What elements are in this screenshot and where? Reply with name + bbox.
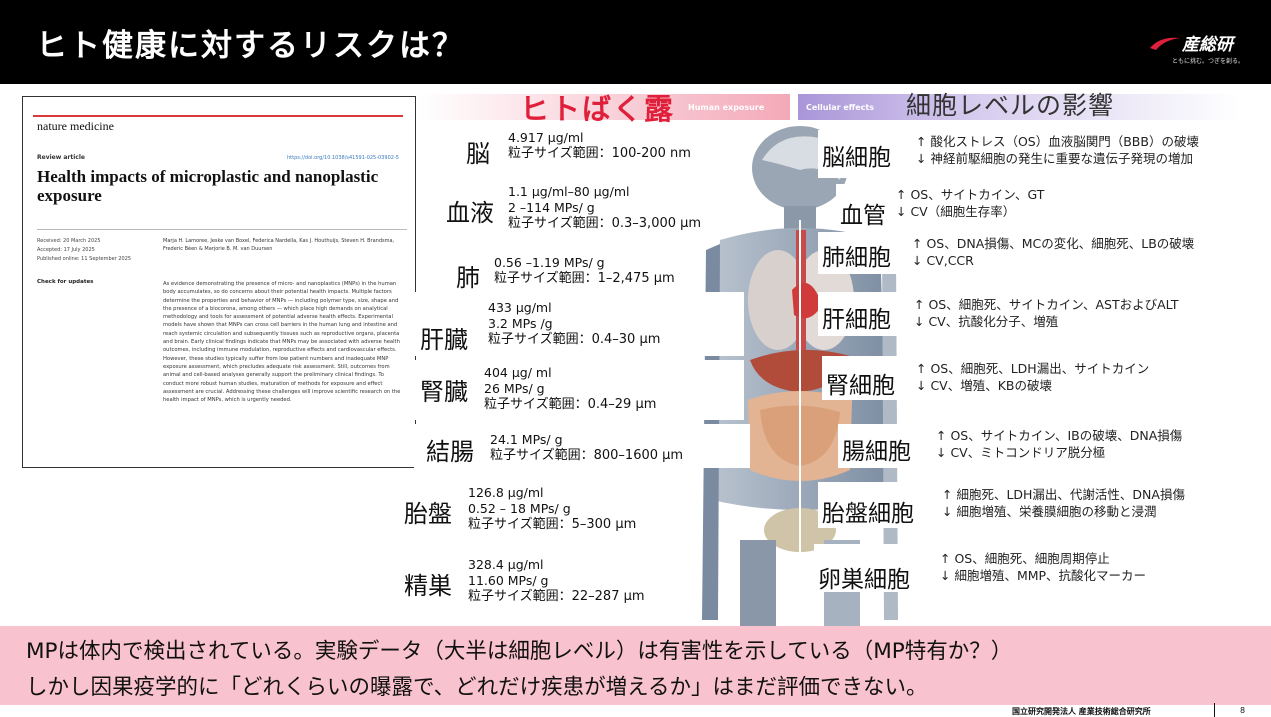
cell-mask-placenta bbox=[818, 482, 1250, 528]
exposure-organ-liver: 肝臓 bbox=[420, 326, 468, 354]
exposure-values-testis: 328.4 µg/ml 11.60 MPs/ g 粒子サイズ範囲：22–287 … bbox=[468, 557, 645, 604]
mask-kidney bbox=[414, 360, 744, 420]
article-journal: nature medicine bbox=[37, 119, 114, 133]
mask-colon bbox=[414, 424, 750, 468]
article-abstract: As evidence demonstrating the presence o… bbox=[163, 281, 401, 404]
cell-mask-lung bbox=[818, 232, 1248, 274]
exposure-values-blood: 1.1 µg/ml–80 µg/ml 2 –114 MPs/ g 粒子サイズ範囲… bbox=[508, 184, 702, 231]
article-separator bbox=[37, 229, 407, 230]
footer-organization: 国立研究開発法人 産業技術総合研究所 bbox=[1012, 707, 1151, 716]
conclusion-banner bbox=[0, 626, 1271, 705]
exposure-values-colon: 24.1 MPs/ g 粒子サイズ範囲：800–1600 µm bbox=[490, 432, 684, 463]
article-dates: Received: 20 March 2025 Accepted: 17 Jul… bbox=[37, 238, 132, 262]
article-thumbnail: nature medicine Review article https://d… bbox=[22, 96, 416, 468]
slide-header: ヒト健康に対するリスクは？ 産総研 ともに挑む。つぎを創る。 bbox=[0, 0, 1271, 84]
article-title: Health impacts of microplastic and nanop… bbox=[37, 167, 379, 205]
exposure-values-lung: 0.56 –1.19 MPs/ g 粒子サイズ範囲：1–2,475 µm bbox=[494, 255, 675, 286]
exposure-organ-testis: 精巣 bbox=[404, 572, 452, 600]
page-number: 8 bbox=[1240, 706, 1246, 715]
cellular-header-band bbox=[798, 94, 1241, 120]
article-doi: https://doi.org/10.1038/s41591-025-03902… bbox=[287, 155, 399, 161]
cell-mask-liver bbox=[818, 292, 1248, 336]
cell-effects-lung: ↑ OS、DNA損傷、MCの変化、細胞死、LBの破壊 ↓ CV,CCR bbox=[912, 236, 1195, 268]
cell-effects-ovary: ↑ OS、細胞死、細胞周期停止 ↓ 細胞増殖、MMP、抗酸化マーカー bbox=[940, 551, 1147, 583]
article-authors: Marja H. Lamoree, Jeske van Boxel, Feder… bbox=[163, 238, 395, 252]
exposure-organ-placenta: 胎盤 bbox=[404, 500, 452, 528]
exposure-organ-kidney: 腎臓 bbox=[420, 378, 468, 406]
cell-vessel: 血管 bbox=[840, 203, 886, 229]
cell-intestine: 腸細胞 bbox=[842, 439, 911, 465]
cell-ovary: 卵巣細胞 bbox=[818, 567, 910, 593]
cell-mask-intestine bbox=[838, 424, 1248, 468]
article-divider bbox=[33, 115, 403, 117]
exposure-organ-brain: 脳 bbox=[466, 140, 490, 168]
cell-mask-brain bbox=[818, 130, 1248, 178]
cell-effects-placenta: ↑ 細胞死、LDH漏出、代謝活性、DNA損傷 ↓ 細胞増殖、栄養膜細胞の移動と浸… bbox=[942, 487, 1185, 519]
cell-placenta: 胎盤細胞 bbox=[822, 501, 914, 527]
exposure-values-placenta: 126.8 µg/ml 0.52 – 18 MPs/ g 粒子サイズ範囲：5–3… bbox=[468, 485, 637, 532]
cell-mask-ovary bbox=[814, 544, 1214, 592]
logo-tagline: ともに挑む。つぎを創る。 bbox=[1172, 58, 1245, 65]
article-check-updates: Check for updates bbox=[37, 279, 94, 285]
cell-kidney: 腎細胞 bbox=[826, 373, 895, 399]
mask-testis bbox=[400, 550, 700, 616]
logo-name: 産総研 bbox=[1182, 35, 1233, 55]
cell-effects-brain: ↑ 酸化ストレス（OS）血液脳関門（BBB）の破壊 ↓ 神経前駆細胞の発生に重要… bbox=[916, 134, 1199, 166]
mask-placenta bbox=[400, 478, 700, 542]
article-type: Review article bbox=[37, 154, 85, 161]
exposure-values-brain: 4.917 µg/ml 粒子サイズ範囲：100-200 nm bbox=[508, 130, 691, 161]
exposure-organ-lung: 肺 bbox=[456, 264, 480, 292]
cell-effects-vessel: ↑ OS、サイトカイン、GT ↓ CV（細胞生存率） bbox=[896, 187, 1045, 219]
cellular-header-en: Cellular effects bbox=[806, 103, 875, 112]
exposure-header-band bbox=[418, 94, 790, 120]
exposure-values-kidney: 404 µg/ ml 26 MPs/ g 粒子サイズ範囲：0.4–29 µm bbox=[484, 365, 657, 412]
cell-lung: 肺細胞 bbox=[822, 245, 891, 271]
mask-blood bbox=[470, 175, 726, 237]
cell-brain: 脳細胞 bbox=[822, 145, 891, 171]
cell-effects-liver: ↑ OS、細胞死、サイトカイン、ASTおよびALT ↓ CV、抗酸化分子、増殖 bbox=[914, 297, 1179, 329]
conclusion-line-2: しかし因果疫学的に「どれくらいの曝露で、どれだけ疾患が増えるか」はまだ評価できな… bbox=[26, 675, 928, 700]
cell-effects-kidney: ↑ OS、細胞死、LDH漏出、サイトカイン ↓ CV、増殖、KBの破壊 bbox=[916, 361, 1150, 393]
logo-swoosh-icon bbox=[1150, 37, 1180, 50]
exposure-header: ヒトばく露 bbox=[520, 92, 676, 126]
cell-effects-intestine: ↑ OS、サイトカイン、IBの破壊、DNA損傷 ↓ CV、ミトコンドリア脱分極 bbox=[936, 428, 1183, 460]
cell-liver: 肝細胞 bbox=[822, 307, 891, 333]
aist-logo: 産総研 ともに挑む。つぎを創る。 bbox=[1150, 30, 1262, 70]
exposure-header-en: Human exposure bbox=[688, 103, 765, 112]
slide-title: ヒト健康に対するリスクは？ bbox=[36, 28, 465, 64]
cell-mask-kidney bbox=[822, 356, 1222, 400]
cellular-header: 細胞レベルの影響 bbox=[906, 91, 1115, 120]
exposure-organ-blood: 血液 bbox=[446, 199, 494, 227]
conclusion-line-1: MPは体内で検出されている。実験データ（大半は細胞レベル）は有害性を示している（… bbox=[26, 639, 1013, 664]
mask-liver bbox=[414, 292, 744, 356]
exposure-values-liver: 433 µg/ml 3.2 MPs /g 粒子サイズ範囲：0.4–30 µm bbox=[488, 300, 661, 347]
exposure-organ-colon: 結腸 bbox=[426, 438, 474, 466]
footer-divider bbox=[1214, 703, 1215, 717]
cell-mask-vessel bbox=[836, 184, 1096, 224]
